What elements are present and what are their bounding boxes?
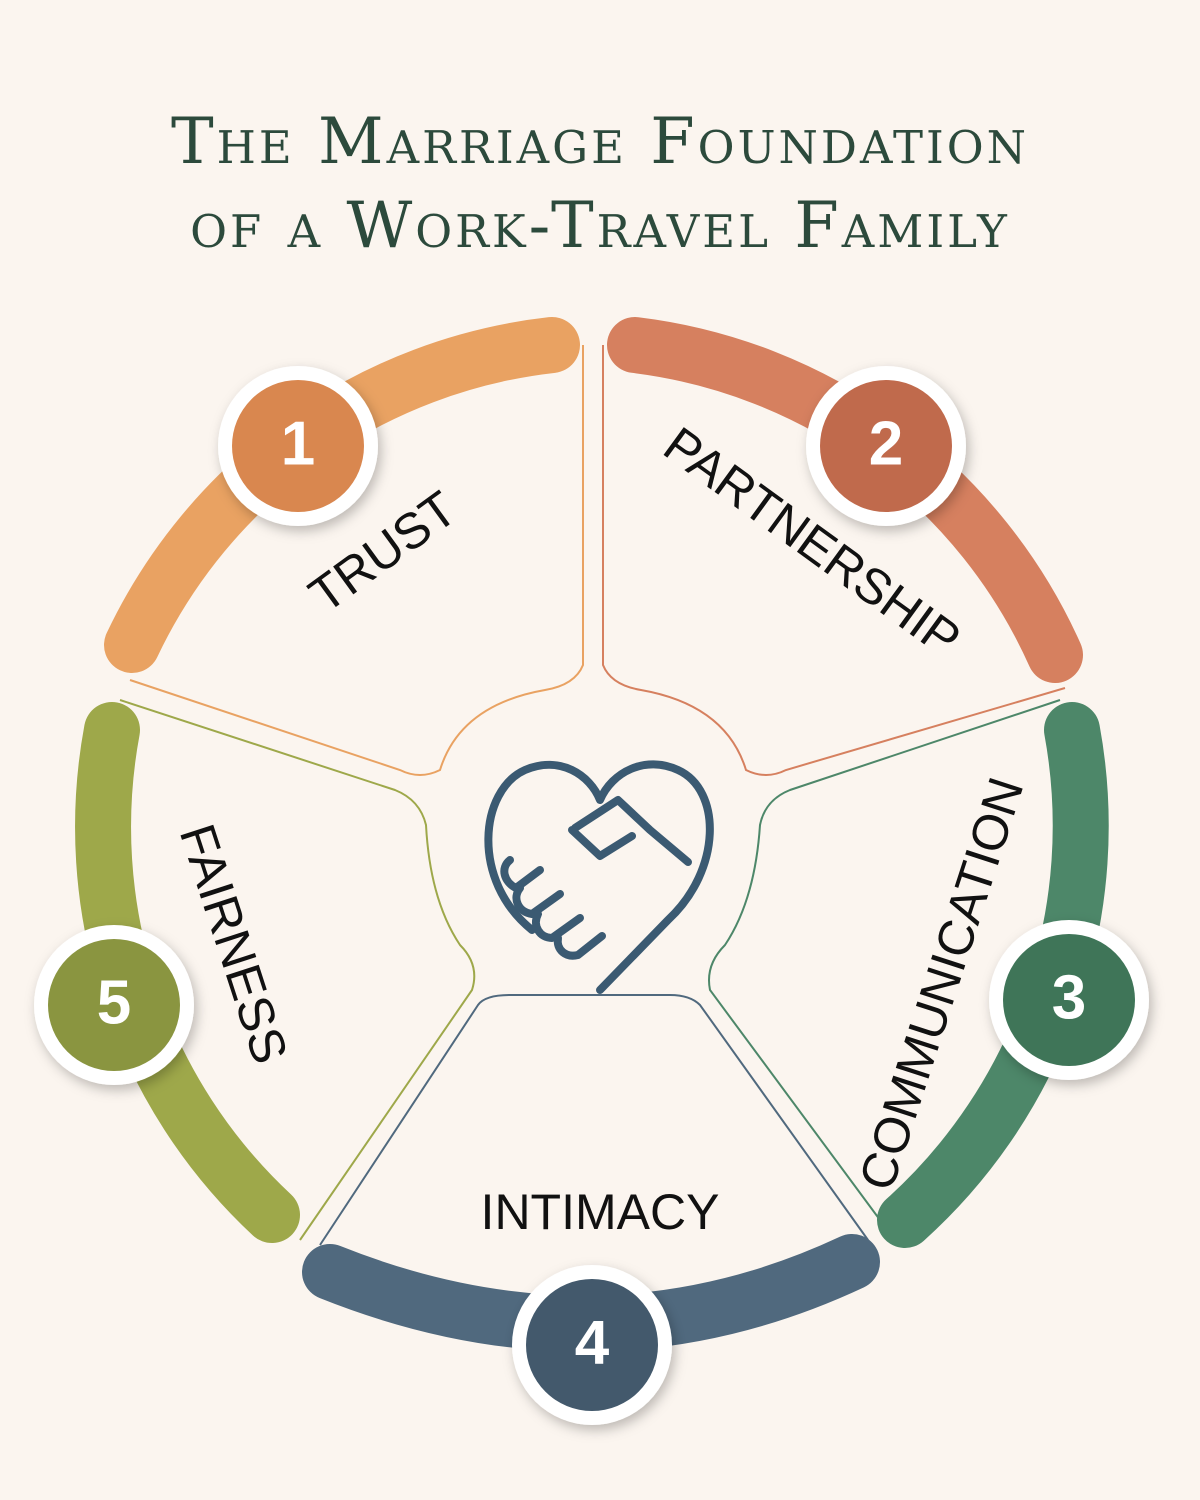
outline-intimacy bbox=[319, 994, 869, 1246]
segment-labels: TRUST PARTNERSHIP COMMUNICATION INTIMACY… bbox=[169, 416, 1035, 1240]
badge-5-number: 5 bbox=[97, 968, 131, 1037]
badge-1-number: 1 bbox=[281, 409, 315, 478]
heart-handshake-icon bbox=[484, 760, 714, 994]
badge-5: 5 bbox=[34, 925, 194, 1085]
badge-3: 3 bbox=[989, 920, 1149, 1080]
title-line-2: of a Work-Travel Family bbox=[190, 189, 1010, 263]
outline-partnership bbox=[602, 345, 1066, 776]
badge-2: 2 bbox=[806, 366, 966, 526]
badge-2-number: 2 bbox=[869, 409, 903, 478]
badge-4: 4 bbox=[512, 1265, 672, 1425]
outline-fairness bbox=[119, 699, 476, 1241]
badge-1: 1 bbox=[218, 366, 378, 526]
badge-3-number: 3 bbox=[1052, 963, 1086, 1032]
outline-communication bbox=[708, 699, 1061, 1221]
label-intimacy: INTIMACY bbox=[481, 1184, 720, 1240]
segment-outlines bbox=[119, 345, 1066, 1246]
outline-trust bbox=[129, 345, 584, 776]
title-line-1: The Marriage Foundation bbox=[170, 105, 1030, 179]
badge-4-number: 4 bbox=[575, 1308, 610, 1377]
page-title: The Marriage Foundation of a Work-Travel… bbox=[0, 100, 1200, 268]
